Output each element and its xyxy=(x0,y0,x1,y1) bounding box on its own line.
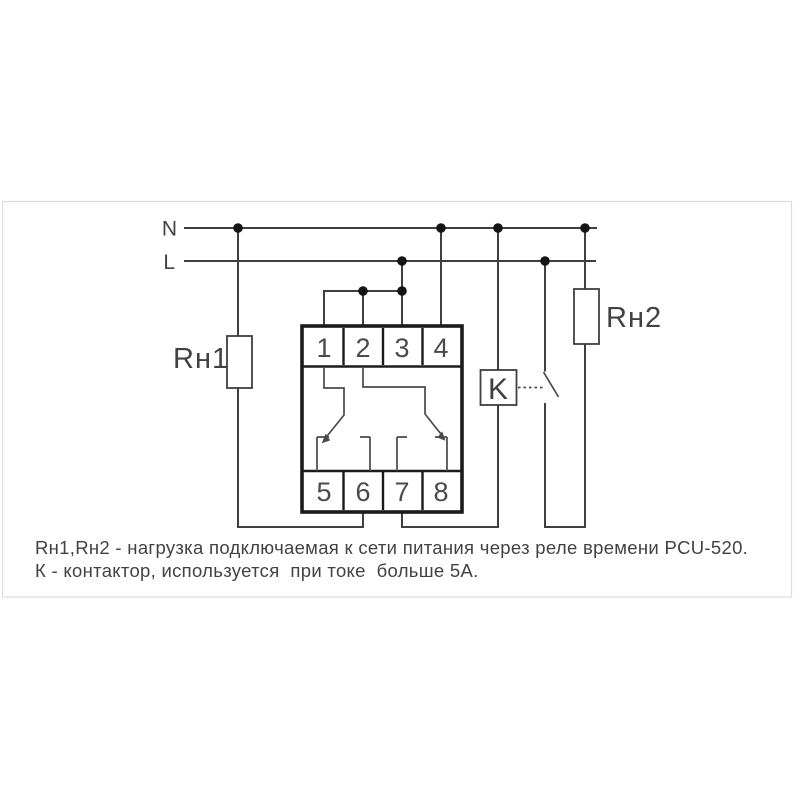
load-rh2: Rн2 xyxy=(573,288,662,345)
phase-label: L xyxy=(163,251,176,274)
wiring xyxy=(237,228,586,528)
junction-dot xyxy=(436,223,446,233)
junction-dot xyxy=(580,223,590,233)
contact-pole-2-arm xyxy=(362,368,446,440)
terminal-6-contact xyxy=(360,436,371,471)
terminal-3-label: 3 xyxy=(394,333,409,363)
relay-internal-contacts xyxy=(316,368,448,471)
caption-line-1: Rн1,Rн2 - нагрузка подключаемая к сети п… xyxy=(35,537,748,558)
caption: Rн1,Rн2 - нагрузка подключаемая к сети п… xyxy=(35,537,748,581)
contact-arm-arrowhead xyxy=(437,431,446,441)
rh1-resistor-icon xyxy=(226,335,253,389)
junction-dots xyxy=(233,223,590,296)
rh2-label: Rн2 xyxy=(606,302,662,334)
terminal-5-contact xyxy=(316,436,329,471)
wire-rh1-to-terminal6 xyxy=(237,388,364,528)
terminal-6-label: 6 xyxy=(355,477,370,507)
terminal-8-label: 8 xyxy=(433,477,448,507)
junction-dot xyxy=(397,256,407,266)
contactor-label: K xyxy=(488,373,508,406)
power-bus: N L xyxy=(162,218,597,274)
contact-pole-1-arm xyxy=(322,368,345,442)
diagram-frame xyxy=(1,200,793,598)
junction-dot xyxy=(540,256,550,266)
neutral-label: N xyxy=(162,218,178,241)
wire-terminal7-to-contactor-coil xyxy=(401,405,499,528)
terminal-7-label: 7 xyxy=(394,477,409,507)
switch-blade xyxy=(542,371,560,398)
junction-dot xyxy=(493,223,503,233)
rh2-resistor-icon xyxy=(573,288,600,345)
terminal-strip-lines xyxy=(302,365,462,473)
terminal-1-label: 1 xyxy=(316,333,331,363)
wire-switch-to-rh2 xyxy=(544,344,586,528)
terminal-2-label: 2 xyxy=(355,333,370,363)
relay-box: 1 2 3 4 5 6 7 8 xyxy=(300,324,464,514)
junction-dot xyxy=(233,223,243,233)
junction-dot xyxy=(397,286,407,296)
relay-outline xyxy=(300,324,464,514)
rh1-label: Rн1 xyxy=(173,343,229,375)
terminal-5-label: 5 xyxy=(316,477,331,507)
caption-line-2: К - контактор, используется при токе бол… xyxy=(35,560,479,581)
terminal-4-label: 4 xyxy=(433,333,448,363)
contactor-coil-box xyxy=(479,369,518,406)
terminal-8-contact xyxy=(435,436,448,471)
terminal-dividers xyxy=(342,328,424,510)
load-rh1: Rн1 xyxy=(173,335,253,389)
terminal-7-contact xyxy=(396,436,407,471)
junction-dot xyxy=(358,286,368,296)
contact-arm-arrowhead xyxy=(321,433,331,444)
contactor: K xyxy=(479,369,560,406)
wire-junction-to-terminals-1-2-3 xyxy=(323,290,403,326)
